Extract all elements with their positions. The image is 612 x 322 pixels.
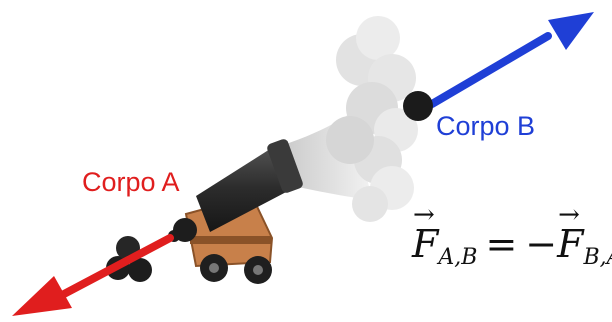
force-a-on-b-symbol: F	[412, 222, 438, 266]
force-b-on-a-subscript: B,A	[584, 245, 612, 270]
force-a-on-b-subscript: A,B	[438, 245, 477, 270]
equals-sign: =	[485, 222, 517, 266]
minus-sign: −	[525, 222, 557, 266]
cannonball-icon	[403, 91, 433, 121]
newton-third-law-equation: FA,B=−FB,A	[412, 222, 612, 270]
label-body-a: Corpo A	[82, 167, 180, 198]
label-body-b: Corpo B	[436, 111, 535, 142]
blue-force-arrow-icon	[432, 12, 594, 104]
force-b-on-a-symbol: F	[557, 222, 583, 266]
